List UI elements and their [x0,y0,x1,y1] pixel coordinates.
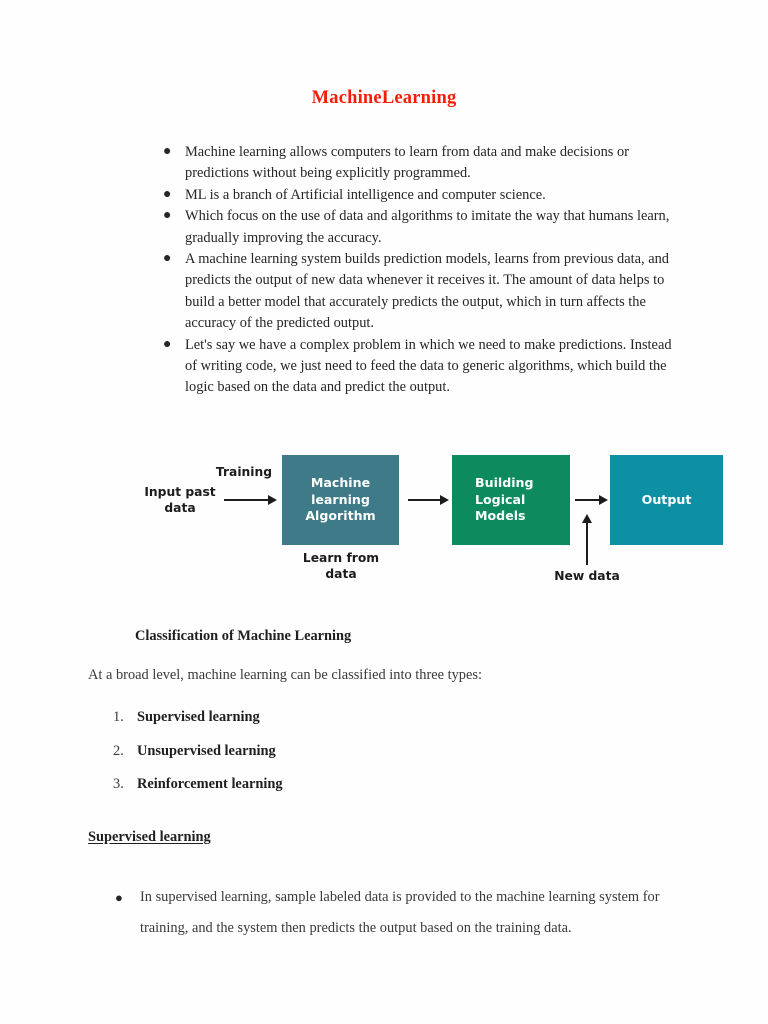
list-item: ● Let's say we have a complex problem in … [163,335,683,399]
list-item: ● ML is a branch of Artificial intelligen… [163,185,683,206]
list-item: 3. Reinforcement learning [113,775,513,793]
intro-bullet-list: ● Machine learning allows computers to le… [163,142,683,399]
heading-supervised-learning: Supervised learning [88,829,211,845]
list-item-text: Machine learning allows computers to lea… [185,144,629,182]
arrow-head-icon [582,514,592,523]
list-number: 1. [113,709,124,725]
diagram-label-input-past-data: Input past data [144,485,216,515]
bullet-marker: ● [163,208,172,224]
list-item: ● In supervised learning, sample labeled … [115,882,680,944]
list-item: ● Which focus on the use of data and algo… [163,206,683,249]
list-item-text: Supervised learning [137,709,260,725]
diagram-box-output: Output [610,455,723,545]
list-item-text: Which focus on the use of data and algor… [185,208,670,246]
bullet-marker: ● [115,890,123,905]
list-item-text: Let's say we have a complex problem in w… [185,336,672,396]
bullet-marker: ● [163,144,172,159]
list-item-text: ML is a branch of Artificial intelligenc… [185,186,546,203]
diagram-box-algorithm: Machine learning Algorithm [282,455,399,545]
list-item: 2. Unsupervised learning [113,742,513,760]
paragraph-broad-level: At a broad level, machine learning can b… [88,667,482,683]
arrow-head-icon [599,495,608,505]
list-item: 1. Supervised learning [113,708,513,726]
supervised-bullet-list: ● In supervised learning, sample labeled … [115,882,680,944]
list-item: ● A machine learning system builds predic… [163,249,683,335]
list-item-text: Unsupervised learning [137,742,276,759]
diagram-label-training: Training [215,465,273,479]
arrow-algorithm-to-models [408,499,442,501]
bullet-marker: ● [163,336,172,352]
diagram-label-new-data: New data [554,569,620,583]
list-number: 3. [113,776,124,792]
arrow-new-data-up [586,520,588,565]
heading-classification: Classification of Machine Learning [135,628,352,644]
bullet-marker: ● [163,251,172,267]
list-item-text: Reinforcement learning [137,776,283,792]
bullet-marker: ● [163,186,172,202]
list-item-text: In supervised learning, sample labeled d… [140,889,660,936]
list-number: 2. [113,742,124,759]
arrow-models-to-output [575,499,601,501]
arrow-head-icon [440,495,449,505]
arrow-input-to-algorithm [224,499,270,501]
machine-learning-flow-diagram: Input past data Training Machine learnin… [0,432,768,607]
ml-types-numbered-list: 1. Supervised learning 2. Unsupervised lea… [113,708,513,809]
list-item-text: A machine learning system builds predict… [185,251,669,332]
arrow-head-icon [268,495,277,505]
page-title: MachineLearning [311,88,457,108]
diagram-box-logical-models: Building Logical Models [452,455,570,545]
diagram-label-learn-from-data: Learn from data [302,551,380,581]
list-item: ● Machine learning allows computers to le… [163,142,683,185]
